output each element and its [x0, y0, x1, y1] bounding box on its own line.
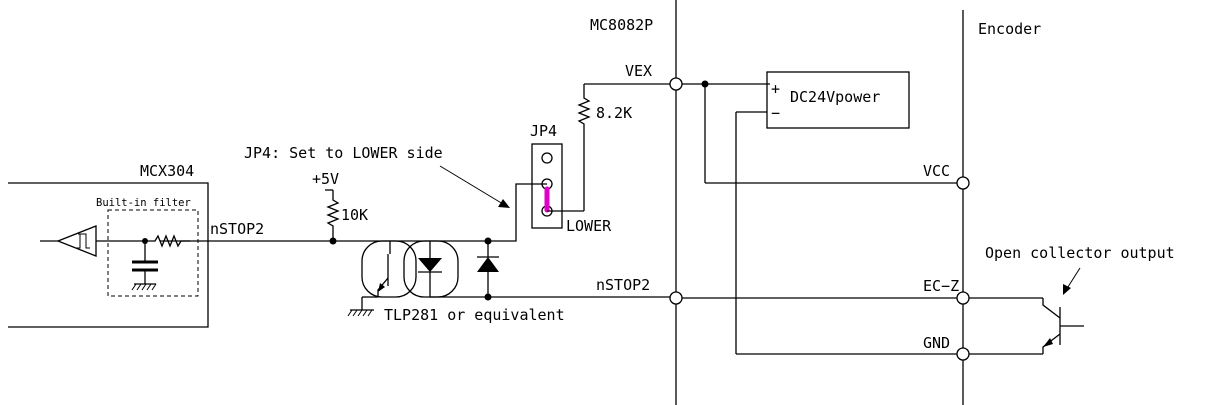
optocoupler-label: TLP281 or equivalent [384, 306, 565, 324]
nstop2-right-label: nSTOP2 [596, 276, 650, 294]
protection-diode [477, 257, 499, 272]
filter-ground-hatch [131, 283, 157, 291]
jp4-block [531, 143, 563, 229]
mcx304-label: MCX304 [140, 162, 194, 180]
power-supply-label: DC24Vpower [790, 88, 880, 106]
power-minus-sign: − [771, 104, 780, 122]
transistor-emitter-arrow [1043, 338, 1053, 347]
phototransistor-emitter-arrow [378, 283, 385, 292]
jp4-title: JP4 [530, 122, 557, 140]
jp4-pin-upper [541, 152, 553, 164]
jp4-note-arrow-line [439, 165, 504, 205]
resistor-8k2 [577, 84, 591, 183]
open-collector-arrow-line [1065, 267, 1081, 291]
ecz-terminal [956, 291, 970, 305]
resistor-10k [326, 190, 340, 241]
gnd-terminal [956, 347, 970, 361]
builtin-filter-label: Built-in filter [96, 197, 191, 209]
opto-led [418, 258, 442, 272]
encoder-label: Encoder [978, 20, 1041, 38]
jp4-note-label: JP4: Set to LOWER side [244, 144, 443, 162]
jp4-note-arrow-head [498, 199, 510, 208]
opto-ground-hatch [347, 309, 373, 317]
optocoupler-outline-left [361, 240, 417, 298]
vcc-label: VCC [923, 162, 950, 180]
mc8082p-label: MC8082P [590, 16, 653, 34]
filter-resistor [145, 234, 190, 248]
schmitt-symbol [76, 233, 90, 249]
builtin-filter-box [107, 209, 199, 297]
power-supply-box [766, 71, 910, 129]
resistor-8k2-label: 8.2K [596, 104, 632, 122]
plus5v-label: +5V [312, 170, 339, 188]
open-collector-arrow-head [1063, 284, 1071, 295]
schmitt-buffer [56, 225, 97, 257]
vcc-terminal [956, 176, 970, 190]
resistor-10k-label: 10K [341, 206, 368, 224]
vex-terminal [669, 77, 683, 91]
transistor-collector [1042, 298, 1061, 319]
gnd-label: GND [923, 334, 950, 352]
vex-label: VEX [625, 62, 652, 80]
jp4-to-diode-wire [488, 183, 547, 242]
power-plus-sign: + [771, 80, 780, 98]
nstop2-left-label: nSTOP2 [210, 220, 264, 238]
nstop2-terminal [669, 291, 683, 305]
pullup-junction-dot [329, 237, 337, 245]
jp4-lower-label: LOWER [566, 217, 612, 235]
ecz-label: EC−Z [923, 277, 959, 295]
phototransistor-emitter [377, 277, 389, 297]
mcx304-chip-outline [8, 182, 209, 328]
open-collector-label: Open collector output [985, 244, 1175, 262]
